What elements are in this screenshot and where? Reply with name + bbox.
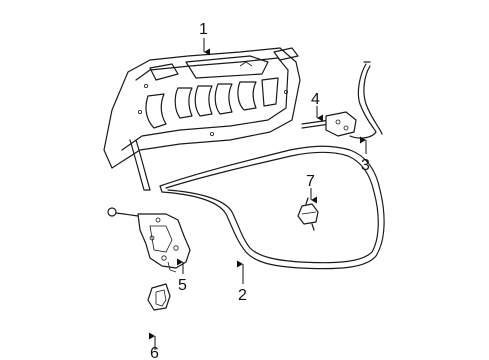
callout-2: 2: [238, 287, 247, 304]
callout-7: 7: [306, 173, 315, 190]
callout-5: 5: [178, 277, 187, 294]
hinge: [301, 111, 357, 137]
latch-assembly: [107, 207, 191, 273]
bumper-stop: [297, 197, 319, 231]
weatherstrip-seal: [159, 145, 385, 270]
trunk-lid: [103, 47, 301, 191]
callout-6: 6: [150, 345, 159, 360]
callout-1: 1: [199, 21, 208, 38]
callout-3: 3: [361, 157, 370, 174]
callout-4: 4: [311, 91, 320, 108]
latch-cover: [147, 283, 171, 311]
